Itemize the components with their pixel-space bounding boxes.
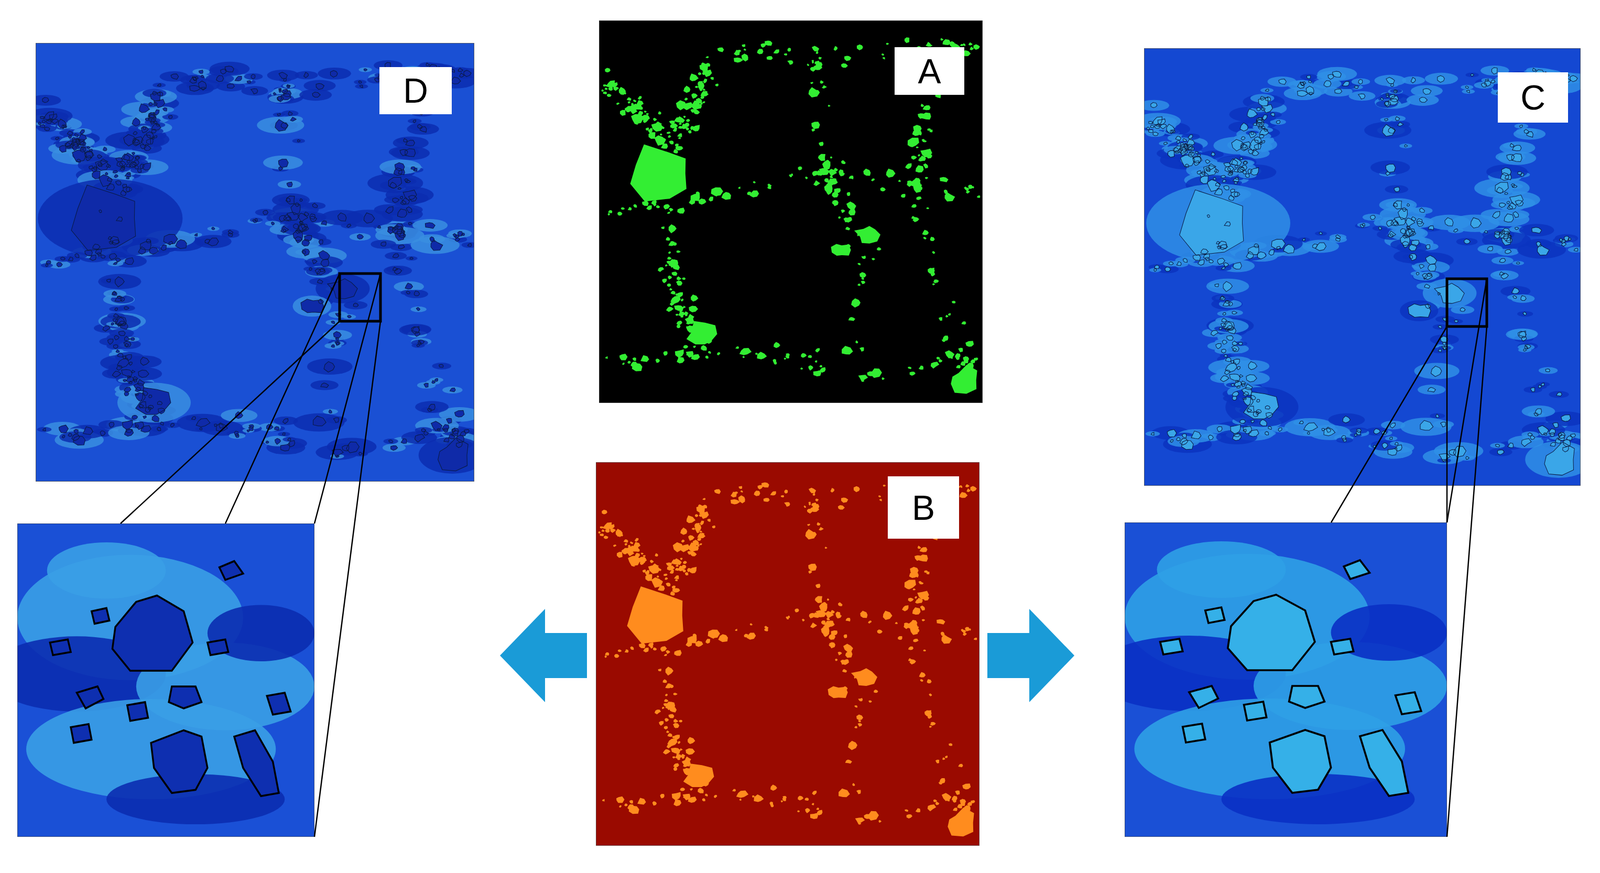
panel-ground [599, 20, 983, 404]
particle-outlines [38, 62, 472, 472]
panel-frame [599, 20, 983, 404]
panel-frame [35, 42, 475, 482]
particle-outlines [1146, 67, 1578, 476]
panel-frame [1144, 48, 1581, 486]
zoom-inset [1092, 522, 1448, 837]
panel-label-box: C [1497, 72, 1569, 123]
direction-arrows [499, 608, 1075, 703]
panel-frame [595, 462, 980, 846]
panel-letter: D [403, 73, 429, 108]
micrograph-panel [599, 20, 983, 404]
micrograph-panel [1135, 48, 1593, 486]
panel-ground [1144, 48, 1581, 486]
panel-label-box: D [379, 67, 452, 115]
micrograph-panel [26, 42, 487, 482]
panel-ground [35, 42, 475, 482]
panel-ground [595, 462, 980, 846]
micrograph-panel [595, 462, 980, 846]
phase-particles [601, 37, 981, 394]
panel-label-box: A [894, 47, 965, 95]
panel-label-box: B [887, 476, 960, 539]
panel-letter: C [1520, 80, 1546, 115]
zoom-leaders [120, 273, 1487, 837]
panel-letter: B [911, 490, 935, 526]
zoom-inset [0, 523, 315, 837]
panel-letter: A [917, 53, 941, 89]
